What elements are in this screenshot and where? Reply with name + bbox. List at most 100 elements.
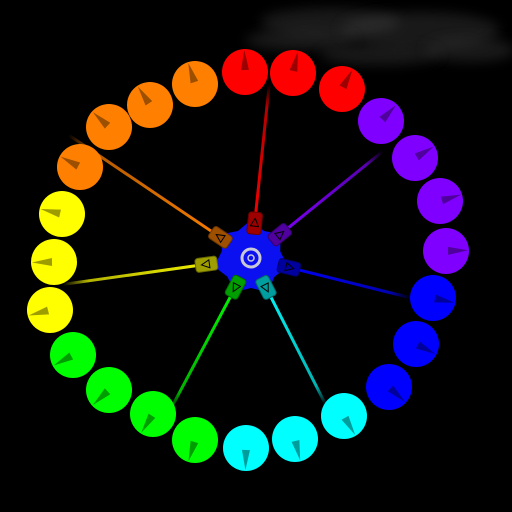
bead-body <box>223 425 269 471</box>
bead-body <box>172 417 218 463</box>
bead-shadow <box>291 439 301 461</box>
triangle-arrow-icon <box>284 261 295 272</box>
color-bead <box>39 191 85 237</box>
cloud-puff <box>245 30 355 50</box>
color-bead <box>223 425 269 471</box>
bead-body <box>272 416 318 462</box>
bead-shadow <box>440 194 462 205</box>
color-bead <box>417 178 463 224</box>
bead-ring <box>27 49 469 471</box>
color-bead <box>27 287 73 333</box>
color-bead <box>31 239 77 285</box>
bead-shadow <box>60 156 81 170</box>
spoke-launcher[interactable] <box>207 225 233 249</box>
color-bead <box>321 393 367 439</box>
color-bead <box>358 98 404 144</box>
bead-body <box>270 50 316 96</box>
bead-shadow <box>339 69 353 90</box>
bead-shadow <box>92 388 111 405</box>
color-bead <box>423 228 469 274</box>
bead-shadow <box>289 51 298 72</box>
color-bead <box>172 417 218 463</box>
triangle-arrow-icon <box>232 281 242 293</box>
color-bead <box>270 50 316 96</box>
ring-hub-center <box>247 254 255 262</box>
cloud-puff <box>320 45 440 65</box>
bead-body <box>127 82 173 128</box>
hub-core[interactable] <box>221 228 281 288</box>
bead-body <box>39 191 85 237</box>
launcher-body <box>224 274 247 300</box>
color-bead <box>410 275 456 321</box>
launcher-body <box>267 223 293 247</box>
launcher-body <box>255 274 277 300</box>
bead-body <box>423 228 469 274</box>
spoke-launcher[interactable] <box>267 222 293 247</box>
spoke-launcher[interactable] <box>246 211 264 236</box>
color-bead <box>222 49 268 95</box>
bead-shadow <box>387 385 406 403</box>
bead-body <box>358 98 404 144</box>
cloud-puff <box>425 38 512 62</box>
bead-shadow <box>188 440 199 462</box>
color-bead <box>392 135 438 181</box>
bead-shadow <box>32 258 53 267</box>
bead-body <box>57 144 103 190</box>
color-bead <box>127 82 173 128</box>
bead-body <box>172 61 218 107</box>
bead-body <box>86 367 132 413</box>
color-bead <box>172 61 218 107</box>
hub[interactable] <box>194 211 302 301</box>
bead-shadow <box>92 112 111 129</box>
spoke-launcher[interactable] <box>194 255 219 273</box>
bead-body <box>86 104 132 150</box>
spoke-launcher[interactable] <box>224 274 247 300</box>
triangle-arrow-icon <box>200 258 211 269</box>
bead-body <box>27 287 73 333</box>
launcher-body <box>276 258 302 277</box>
bead-body <box>393 321 439 367</box>
color-bead <box>86 104 132 150</box>
bead-body <box>31 239 77 285</box>
color-bead <box>319 66 365 112</box>
bead-shadow <box>240 50 249 71</box>
bead-shadow <box>447 246 468 255</box>
bead-body <box>321 393 367 439</box>
launcher-body <box>246 211 264 236</box>
bead-body <box>366 364 412 410</box>
bead-body <box>222 49 268 95</box>
color-bead <box>366 364 412 410</box>
color-bead <box>86 367 132 413</box>
triangle-arrow-icon <box>260 282 269 293</box>
bead-shadow <box>379 105 397 123</box>
color-bead <box>393 321 439 367</box>
triangle-arrow-icon <box>215 233 226 244</box>
spoke-line <box>167 274 244 415</box>
launcher-body <box>194 255 219 273</box>
triangle-arrow-icon <box>274 230 285 241</box>
ring-hub-icon <box>240 247 262 269</box>
cloud-smudge <box>245 8 512 65</box>
bead-shadow <box>137 86 153 106</box>
bead-shadow <box>414 146 434 161</box>
spoke-launcher[interactable] <box>276 258 302 277</box>
launcher-body <box>208 226 233 249</box>
bead-body <box>319 66 365 112</box>
triangle-arrow-icon <box>249 217 260 228</box>
bead-shadow <box>341 415 356 435</box>
spoke-launcher[interactable] <box>255 274 277 300</box>
bead-shadow <box>241 449 250 470</box>
bead-body <box>392 135 438 181</box>
color-bead <box>272 416 318 462</box>
bead-body <box>410 275 456 321</box>
bead-shadow <box>188 63 199 84</box>
bead-shadow <box>415 341 436 355</box>
bead-body <box>130 391 176 437</box>
color-bead <box>50 332 96 378</box>
bead-shadow <box>141 413 156 433</box>
bead-body <box>417 178 463 224</box>
color-bead <box>57 144 103 190</box>
color-bead <box>130 391 176 437</box>
